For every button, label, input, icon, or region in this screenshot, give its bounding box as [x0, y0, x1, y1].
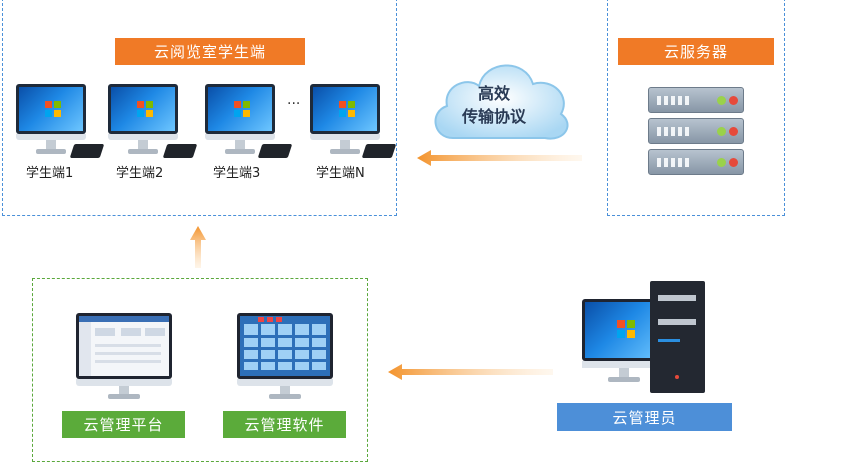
software-label: 云管理软件: [223, 411, 346, 438]
student-label-1: 学生端1: [26, 166, 74, 181]
student-section-box: [2, 0, 397, 216]
admin-computer-icon: [582, 281, 707, 397]
student-label-n: 学生端N: [316, 166, 365, 181]
student-label-3: 学生端3: [213, 166, 261, 181]
mini-pc-2: [162, 144, 198, 158]
student-monitor-1: [16, 84, 86, 156]
arrow-left-icon: [417, 150, 582, 166]
student-monitor-3: [205, 84, 275, 156]
windows-logo-icon: [45, 101, 61, 117]
server-section-title: 云服务器: [618, 38, 774, 65]
mini-pc-1: [69, 144, 105, 158]
arrow-up-icon: [190, 226, 206, 268]
platform-monitor: [76, 313, 172, 401]
windows-logo-icon: [339, 101, 355, 117]
student-label-2: 学生端2: [116, 166, 164, 181]
management-section-box: [32, 278, 368, 462]
cloud-icon: [434, 64, 569, 140]
admin-label: 云管理员: [557, 403, 732, 431]
server-rack-icon: [648, 87, 744, 177]
student-monitor-2: [108, 84, 178, 156]
windows-logo-icon: [137, 101, 153, 117]
mini-pc-3: [257, 144, 293, 158]
software-monitor: [237, 313, 333, 401]
cloud-text-line2: 传输协议: [462, 107, 527, 126]
cloud-text-line1: 高效: [478, 84, 511, 103]
windows-logo-icon: [234, 101, 250, 117]
mini-pc-n: [361, 144, 397, 158]
student-monitor-n: [310, 84, 380, 156]
windows-logo-icon: [617, 320, 635, 338]
server-section-box: [607, 0, 785, 216]
ellipsis: ...: [287, 92, 301, 108]
student-section-title: 云阅览室学生端: [115, 38, 305, 65]
arrow-left-icon: [388, 364, 553, 380]
platform-label: 云管理平台: [62, 411, 185, 438]
